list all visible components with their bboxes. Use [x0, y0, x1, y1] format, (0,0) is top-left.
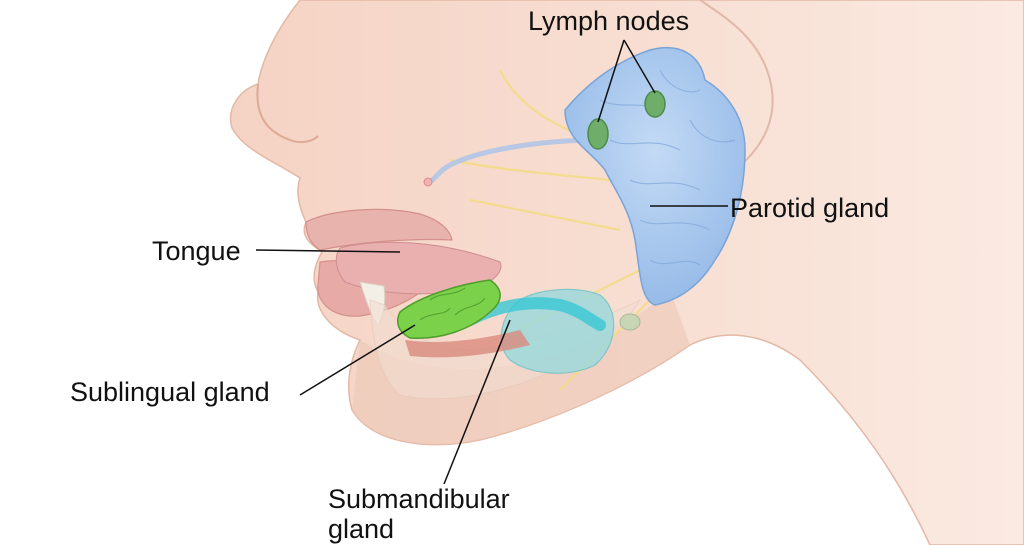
label-sublingual-gland: Sublingual gland	[70, 377, 270, 407]
label-lymph-nodes: Lymph nodes	[528, 6, 690, 36]
ear-outline	[699, 0, 774, 171]
parotid-duct	[427, 137, 603, 185]
nose-contour	[256, 83, 319, 144]
label-tongue: Tongue	[152, 236, 241, 266]
leader-lines	[255, 39, 728, 485]
neck-lymph-node	[619, 313, 641, 331]
label-submandibular-line1: Submandibular	[328, 484, 510, 514]
upper-lip	[305, 208, 453, 251]
lymph-node-2	[644, 90, 666, 118]
parotid-lobules	[599, 69, 736, 266]
lymph-node-1	[587, 118, 609, 150]
submandibular-duct	[464, 297, 606, 331]
label-parotid-gland: Parotid gland	[730, 193, 890, 223]
duct-opening	[423, 177, 433, 187]
mylohyoid-muscle	[405, 330, 530, 358]
sublingual-lobules	[419, 287, 486, 321]
parotid-gland	[564, 46, 746, 306]
label-submandibular-gland: Submandibular gland	[328, 484, 510, 544]
label-submandibular-line2: gland	[328, 514, 395, 544]
